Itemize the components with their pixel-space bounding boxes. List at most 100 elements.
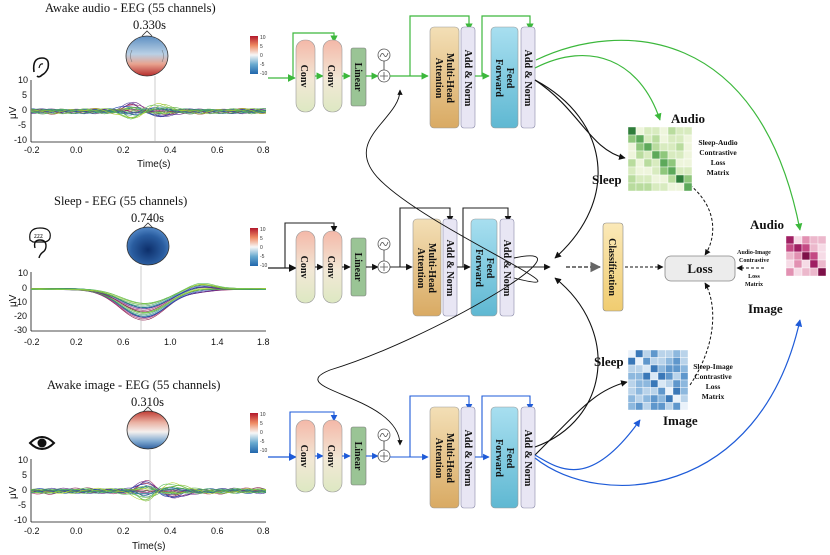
- x-tick: -0.2: [24, 526, 40, 536]
- matrix-cell: [635, 349, 644, 358]
- y-tick: -5: [18, 120, 26, 130]
- matrix-cell: [785, 243, 795, 253]
- cb-tick: 5: [260, 421, 263, 427]
- eeg-trace: [30, 103, 267, 119]
- feed-forward-block: [490, 26, 519, 129]
- eeg-trace-group: [30, 283, 267, 321]
- y-tick: 0: [22, 485, 27, 495]
- matrix-cell: [627, 349, 636, 358]
- matrix-cell: [817, 259, 827, 269]
- matrix-cell: [801, 267, 811, 277]
- matrix-cell: [667, 174, 677, 184]
- matrix-cell: [665, 387, 674, 396]
- matrix-cell: [651, 150, 661, 160]
- matrix-cell: [809, 259, 819, 269]
- matrix-cell: [650, 372, 659, 381]
- matrix-row-label: Image: [748, 301, 783, 316]
- cb-tick: 0: [260, 53, 263, 59]
- x-tick: 1.4: [211, 337, 224, 347]
- panel-title: Awake image - EEG (55 channels): [47, 378, 220, 392]
- linear-block: [350, 47, 367, 107]
- matrix-cell: [675, 166, 685, 176]
- matrix-cell: [650, 387, 659, 396]
- matrix-cell: [657, 372, 666, 381]
- eeg-trace: [31, 287, 267, 313]
- matrix-cell: [642, 349, 651, 358]
- y-axis-label: μV: [8, 486, 19, 499]
- cb-tick: 0: [260, 430, 263, 436]
- y-tick: -10: [14, 297, 27, 307]
- matrix-cell: [627, 126, 637, 136]
- ff-label: Forward: [493, 59, 504, 97]
- x-tick: 0.4: [164, 145, 177, 155]
- x-tick: 0.8: [257, 526, 270, 536]
- matrix-row-label: Sleep: [592, 172, 622, 187]
- matrix-cell: [793, 259, 803, 269]
- eeg-trace: [30, 286, 267, 309]
- eeg-trace: [30, 288, 267, 315]
- matrix-cell: [659, 150, 669, 160]
- matrix-cell: [675, 142, 685, 152]
- cb-tick: 10: [260, 412, 266, 418]
- matrix-cell: [665, 357, 674, 366]
- mha-label: Multi-Head: [444, 53, 455, 103]
- matrix-cell: [667, 142, 677, 152]
- y-tick: 5: [22, 90, 27, 100]
- matrix-cell: [651, 174, 661, 184]
- y-tick: 0: [22, 283, 27, 293]
- sleep-image-matrix: Sleep Image Sleep-Image Contrastive Loss…: [594, 349, 733, 428]
- matrix-desc: Loss: [711, 158, 726, 167]
- matrix-cell: [683, 134, 693, 144]
- matrix-cell: [680, 379, 689, 388]
- matrix-cell: [793, 235, 803, 245]
- x-tick: 1.8: [257, 337, 270, 347]
- matrix-cell: [635, 372, 644, 381]
- eeg-trace-group: [30, 480, 267, 502]
- conv-label: Conv: [325, 445, 336, 468]
- matrix-cell: [675, 158, 685, 168]
- matrix-cell: [817, 267, 827, 277]
- matrix-row-label: Sleep: [594, 354, 624, 369]
- scalp-topomap: [125, 30, 169, 77]
- matrix-cell: [627, 142, 637, 152]
- matrix-cell: [643, 166, 653, 176]
- matrix-cell: [817, 243, 827, 253]
- ff-label: Feed: [504, 448, 515, 469]
- matrix-cell: [651, 158, 661, 168]
- matrix-cell: [651, 142, 661, 152]
- eeg-panel-audio: Awake audio - EEG (55 channels) 0.330s 1…: [8, 1, 270, 170]
- matrix-cell: [659, 158, 669, 168]
- eeg-trace: [30, 482, 267, 501]
- time-label: 0.310s: [131, 395, 164, 409]
- panel-title: Awake audio - EEG (55 channels): [45, 1, 216, 15]
- classification-block: [602, 222, 624, 312]
- matrix-cell: [657, 402, 666, 411]
- matrix-cell: [635, 182, 645, 192]
- y-tick: 10: [18, 75, 28, 85]
- loss-box: [664, 255, 736, 282]
- matrix-cell: [635, 142, 645, 152]
- conv-label: Conv: [325, 256, 336, 279]
- matrix-cell: [680, 394, 689, 403]
- matrix-cell: [680, 387, 689, 396]
- matrix-cell: [657, 357, 666, 366]
- matrix-cell: [643, 134, 653, 144]
- matrix-cell: [672, 394, 681, 403]
- eeg-trace: [30, 483, 267, 501]
- eeg-trace-group: [30, 101, 267, 120]
- y-tick: 10: [18, 455, 28, 465]
- cb-tick: -5: [260, 62, 265, 68]
- matrix-cell: [627, 182, 637, 192]
- x-tick: 0.0: [70, 526, 83, 536]
- matrix-cell: [809, 251, 819, 261]
- matrix-cell: [675, 134, 685, 144]
- mha-label: Attention: [415, 248, 426, 289]
- matrix-cell: [650, 349, 659, 358]
- cb-tick: -10: [260, 71, 267, 77]
- matrix-cell: [785, 251, 795, 261]
- matrix-desc: Sleep-Audio: [698, 138, 737, 147]
- x-tick: 0.6: [117, 337, 130, 347]
- matrix-cell: [635, 134, 645, 144]
- add-norm-label: Add & Norm: [462, 50, 473, 107]
- y-tick: 5: [22, 470, 27, 480]
